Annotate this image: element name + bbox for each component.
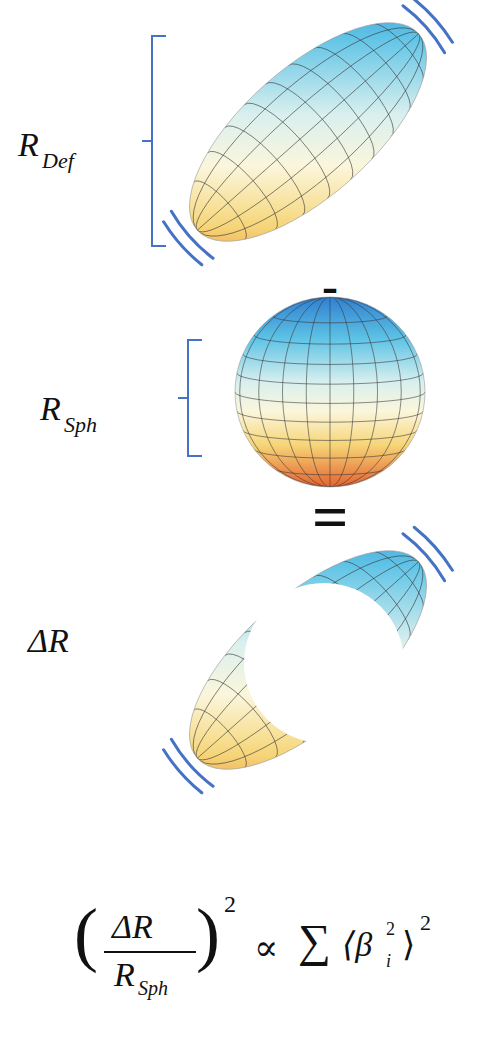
vibration-arc xyxy=(414,0,452,42)
sum-sign: ∑ xyxy=(298,918,331,964)
size-bracket xyxy=(142,36,166,246)
formula-term: ⟨β xyxy=(342,928,372,962)
sphere-outline xyxy=(235,297,425,487)
formula-exponent: 2 xyxy=(386,920,395,938)
vibration-arc xyxy=(171,739,213,786)
radius-subscript: Def xyxy=(42,150,74,172)
radius-subscript: Sph xyxy=(64,414,97,436)
formula-subscript: Sph xyxy=(138,978,168,998)
vibration-arc xyxy=(403,534,445,581)
proportional-sign: ∝ xyxy=(254,930,278,966)
vibration-arc xyxy=(414,527,452,570)
vibration-arc xyxy=(403,6,445,53)
deformed-nucleus xyxy=(0,0,483,313)
formula-bracket: ⟩ xyxy=(402,928,415,962)
vibration-arc xyxy=(164,222,202,265)
spherical-nucleus xyxy=(235,297,425,487)
vibration-arc xyxy=(164,750,202,793)
radius-symbol: R xyxy=(40,392,61,426)
fraction-bar xyxy=(104,951,196,953)
equals-sign: = xyxy=(312,486,348,550)
subtracted-sphere xyxy=(244,583,404,743)
size-bracket xyxy=(178,340,202,456)
formula-denominator: R xyxy=(114,958,135,992)
formula-exponent: 2 xyxy=(224,892,236,916)
deformation-shell-outline xyxy=(155,514,461,806)
formula-numerator: ΔR xyxy=(112,910,153,944)
formula-paren: ( xyxy=(74,898,98,970)
deformed-nucleus-outline xyxy=(155,0,461,278)
formula-exponent: 2 xyxy=(420,912,431,934)
difference-symbol: ΔR xyxy=(28,624,69,658)
minus-sign: - xyxy=(322,262,338,310)
vibration-arc xyxy=(171,211,213,258)
radius-symbol: R xyxy=(18,128,39,162)
formula-paren: ) xyxy=(196,898,220,970)
formula-subscript: i xyxy=(386,952,391,970)
deformation-shell xyxy=(0,479,483,840)
